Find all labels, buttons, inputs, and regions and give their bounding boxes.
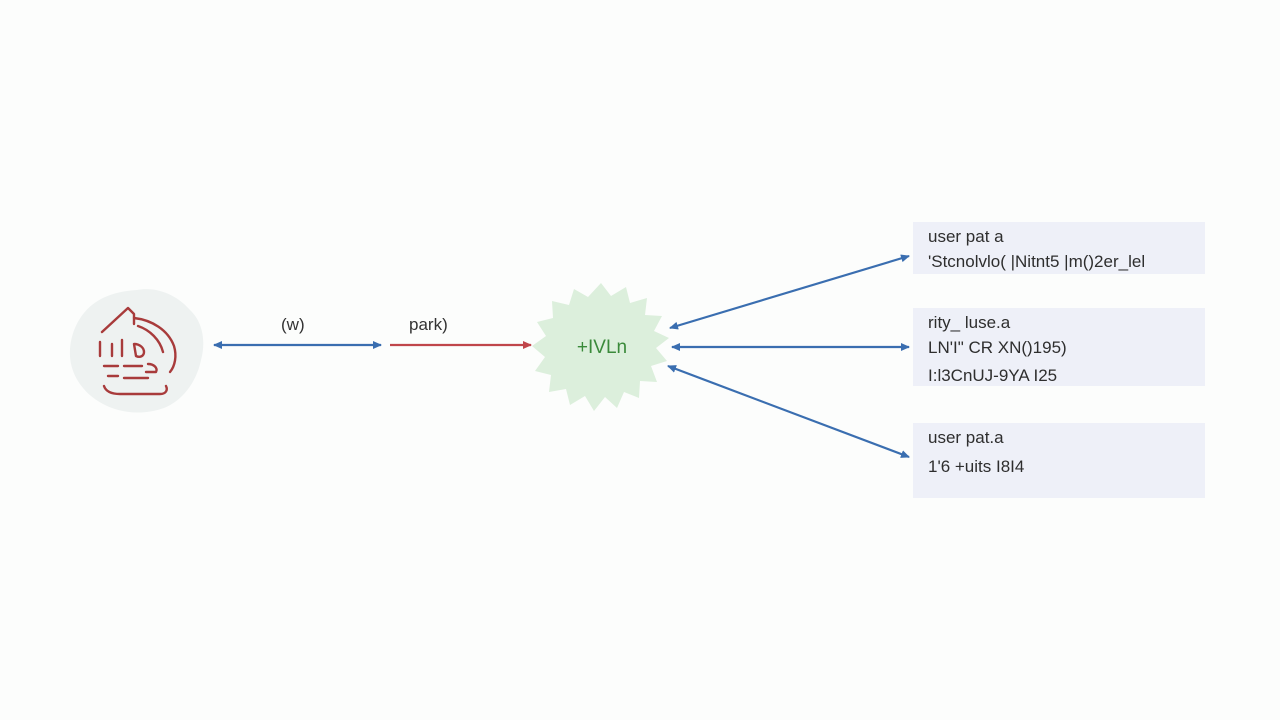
output-box-3: user pat.a 1'6 +uits I8I4 (913, 423, 1205, 498)
output-box-line: 'Stcnolvlo( |Nitnt5 |m()2er_lel (928, 252, 1146, 271)
house-icon (98, 306, 177, 396)
edge-arrow-5 (667, 364, 910, 459)
output-box-2: rity_ luse.a LN'I" CR XN()195) I:l3CnUJ-… (913, 308, 1205, 386)
source-node-blob (69, 289, 204, 413)
output-box-line: I:l3CnUJ-9YA I25 (928, 366, 1058, 385)
output-box-title: rity_ luse.a (928, 313, 1011, 332)
edge-label-park: park) (409, 315, 448, 334)
hub-label: +IVLn (576, 337, 628, 358)
output-box-line: LN'I" CR XN()195) (928, 338, 1067, 357)
output-box-title: user pat a (928, 227, 1004, 246)
edge-label-w: (w) (281, 315, 305, 334)
output-box-line: 1'6 +uits I8I4 (928, 457, 1025, 476)
hub-node (532, 283, 669, 411)
output-box-1: user pat a 'Stcnolvlo( |Nitnt5 |m()2er_l… (913, 222, 1205, 274)
output-box-title: user pat.a (928, 428, 1004, 447)
source-node (69, 289, 204, 413)
edge-arrow-3 (669, 254, 910, 330)
